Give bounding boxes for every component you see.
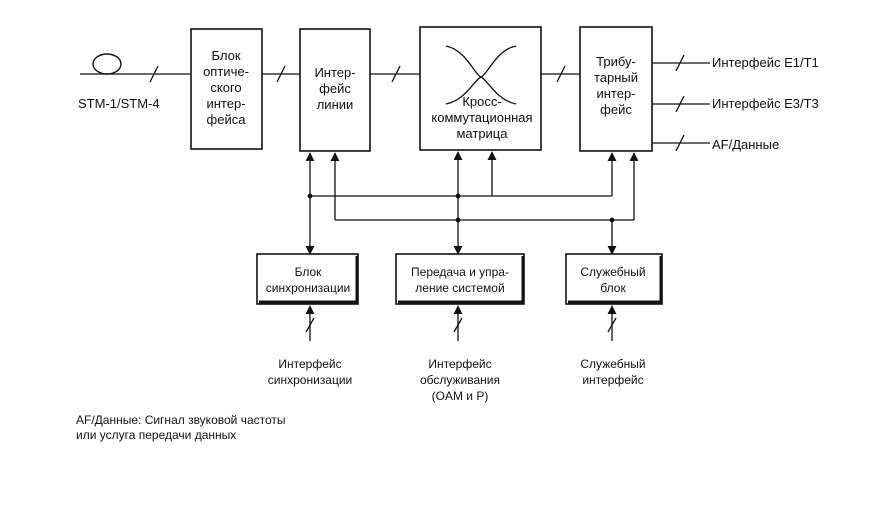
service-if-line-2: интерфейс <box>582 373 643 387</box>
fiber-loop-icon <box>92 53 122 75</box>
mgmt-line-1: Передача и упра- <box>411 265 509 279</box>
service-line-1: Служебный <box>580 265 645 279</box>
line-interface-block: Интер- фейс линии <box>299 28 371 152</box>
optical-line-4: интер- <box>206 96 245 111</box>
tributary-line-1: Трибу- <box>596 54 636 69</box>
bus-slash-icon <box>675 134 685 152</box>
bus-slash-icon <box>556 65 566 83</box>
note-line-1: AF/Данные: Сигнал звуковой частоты <box>76 413 286 427</box>
bus-slash-icon <box>305 317 315 333</box>
junction-dot <box>455 193 461 199</box>
optical-line-2: оптиче- <box>203 64 249 79</box>
sync-line-1: Блок <box>295 265 323 279</box>
sync-line-2: синхронизации <box>266 281 350 295</box>
junction-dot <box>609 217 615 223</box>
sync-if-line-1: Интерфейс <box>278 357 341 371</box>
cross-line-2: коммутационная <box>431 110 532 125</box>
bus-slash-icon <box>391 65 401 83</box>
cross-curve-icon <box>445 45 517 105</box>
junction-dot <box>455 217 461 223</box>
tributary-line-4: фейс <box>600 102 632 117</box>
service-line-2: блок <box>600 281 626 295</box>
optical-line-1: Блок <box>211 48 240 63</box>
optical-line-5: фейса <box>207 112 247 127</box>
service-if-line-1: Служебный <box>580 357 645 371</box>
cross-line-1: Кросс- <box>462 94 501 109</box>
service-block: Служебный блок <box>565 253 663 305</box>
oam-if-line-3: (OAM и P) <box>432 389 489 403</box>
tributary-interface-block: Трибу- тарный интер- фейс <box>579 26 653 152</box>
tributary-line-3: интер- <box>596 86 635 101</box>
bus-slash-icon <box>149 65 159 83</box>
bus-slash-icon <box>675 95 685 113</box>
cross-connect-block: Кросс- коммутационная матрица <box>419 26 542 151</box>
stm-label: STM-1/STM-4 <box>78 96 160 111</box>
e1-label: Интерфейс E1/T1 <box>712 55 819 70</box>
sync-block: Блок синхронизации <box>256 253 359 305</box>
bus-slash-icon <box>607 317 617 333</box>
sync-if-line-2: синхронизации <box>268 373 352 387</box>
bus-slash-icon <box>276 65 286 83</box>
line-if-line-1: Интер- <box>314 65 355 80</box>
line-if-line-2: фейс <box>319 81 351 96</box>
oam-if-line-2: обслуживания <box>420 373 500 387</box>
tributary-line-2: тарный <box>594 70 638 85</box>
junction-dot <box>307 193 313 199</box>
note-line-2: или услуга передачи данных <box>76 428 236 442</box>
oam-if-line-1: Интерфейс <box>428 357 491 371</box>
optical-line-3: ского <box>210 80 241 95</box>
optical-interface-block: Блок оптиче- ского интер- фейса <box>190 28 263 150</box>
e3-label: Интерфейс E3/T3 <box>712 96 819 111</box>
bus-slash-icon <box>453 317 463 333</box>
cross-line-3: матрица <box>456 126 508 141</box>
line-if-line-3: линии <box>317 97 354 112</box>
bus-slash-icon <box>675 54 685 72</box>
management-block: Передача и упра- ление системой <box>395 253 525 305</box>
mgmt-line-2: ление системой <box>415 281 504 295</box>
af-label: AF/Данные <box>712 137 779 152</box>
